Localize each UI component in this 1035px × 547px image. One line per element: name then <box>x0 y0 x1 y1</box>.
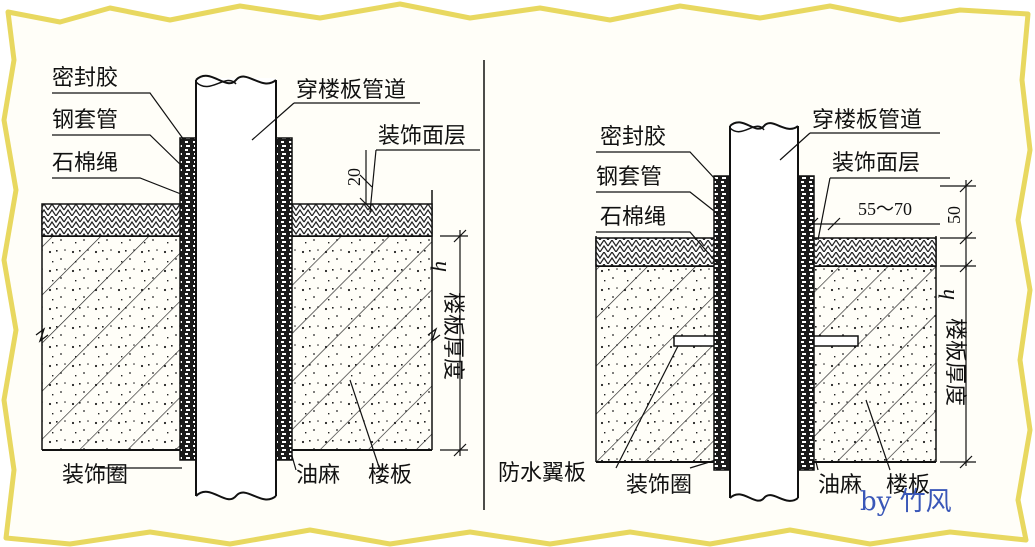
left-label-steel-sleeve: 钢套管 <box>52 108 118 133</box>
right-waterproof-flange-left <box>673 335 721 347</box>
right-label-slab: 楼板 <box>886 473 930 498</box>
left-label-asbestos-rope: 石棉绳 <box>52 151 118 176</box>
right-waterproof-flange-right <box>807 335 859 347</box>
right-diagram: 密封胶 钢套管 石棉绳 穿楼板管道 装饰面层 55～70 50 楼板厚度 h 防… <box>498 108 976 502</box>
right-label-h: h <box>934 289 959 300</box>
right-label-waterproof-flange: 防水翼板 <box>498 461 586 486</box>
left-finish-layer <box>41 203 433 237</box>
right-pipe <box>729 121 799 502</box>
right-label-pipe: 穿楼板管道 <box>812 108 922 133</box>
right-dim-range: 55～70 <box>858 199 912 219</box>
right-slab <box>595 236 937 463</box>
right-label-steel-sleeve: 钢套管 <box>596 165 662 190</box>
left-pipe <box>195 74 277 501</box>
right-dim-50: 50 <box>944 206 964 224</box>
right-label-sealant: 密封胶 <box>600 125 666 150</box>
left-diagram: 密封胶 钢套管 石棉绳 穿楼板管道 装饰面层 20 楼板厚度 h 装饰圈 油麻 … <box>35 60 485 510</box>
left-steel-sleeve-left <box>179 137 197 461</box>
left-label-slab-thickness: 楼板厚度 <box>440 292 465 380</box>
left-steel-sleeve-right <box>275 137 293 461</box>
right-label-oil-hemp: 油麻 <box>818 473 862 498</box>
left-label-h: h <box>426 261 451 272</box>
left-label-finish-layer: 装饰面层 <box>378 124 466 149</box>
right-label-slab-thickness: 楼板厚度 <box>942 318 967 406</box>
right-label-asbestos-rope: 石棉绳 <box>600 205 666 230</box>
right-steel-sleeve-right <box>797 175 815 471</box>
right-label-deco-ring: 装饰圈 <box>626 473 692 498</box>
left-label-deco-ring: 装饰圈 <box>62 463 128 488</box>
left-label-pipe: 穿楼板管道 <box>296 78 406 103</box>
right-steel-sleeve-left <box>713 175 731 471</box>
signature-watermark: by 竹风 <box>860 487 952 517</box>
right-label-finish-layer: 装饰面层 <box>832 151 920 176</box>
left-label-oil-hemp: 油麻 <box>296 463 340 488</box>
left-dim-20: 20 <box>344 168 364 186</box>
right-finish-layer <box>595 237 937 267</box>
left-label-sealant: 密封胶 <box>52 66 118 91</box>
left-label-slab: 楼板 <box>368 463 412 488</box>
